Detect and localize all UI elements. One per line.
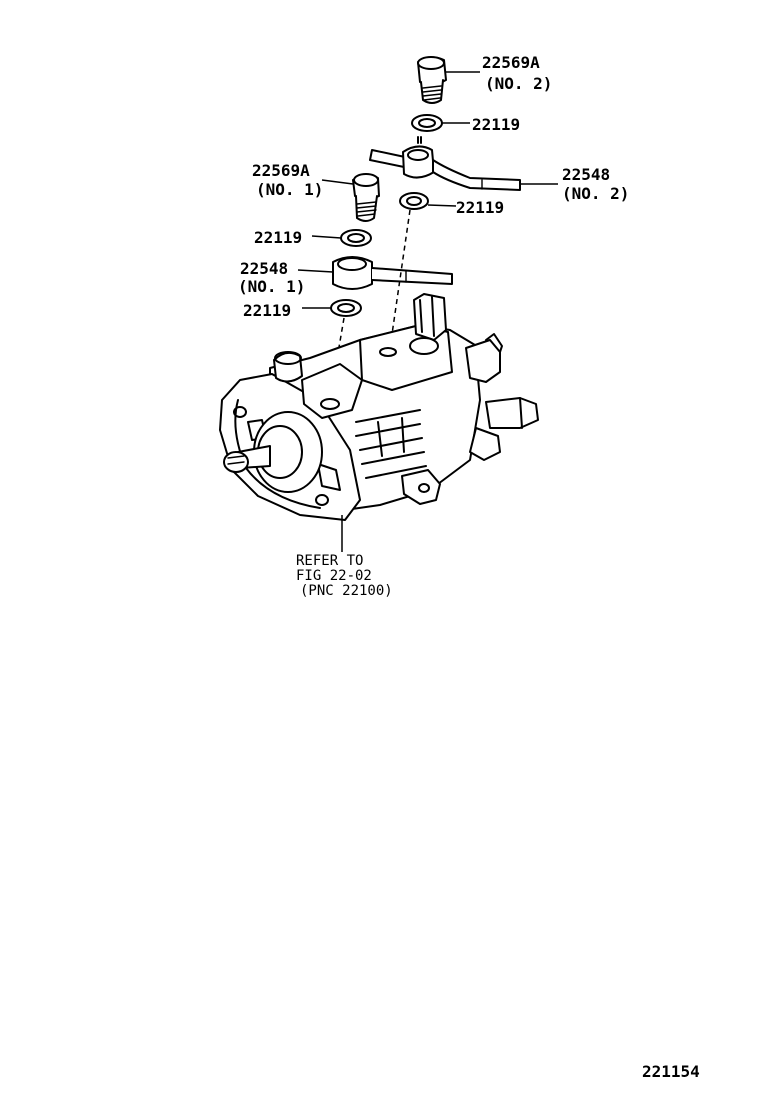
label-gasket-bottom: 22119 (243, 301, 291, 320)
gasket-bottom-drawing (330, 299, 362, 317)
reference-line2: FIG 22-02 (296, 568, 372, 584)
label-union-bolt-no1-qualifier: (NO. 1) (256, 180, 323, 199)
label-union-bolt-no2-qualifier: (NO. 2) (485, 74, 552, 93)
label-union-no1-qualifier: (NO. 1) (238, 277, 305, 296)
leader-gasket-mid-right (427, 204, 457, 207)
label-union-no2-number: 22548 (562, 165, 610, 184)
assembly-line-left (329, 317, 345, 401)
gasket-mid-left-drawing (340, 229, 372, 247)
label-union-no1-number: 22548 (240, 259, 288, 278)
leader-gasket-mid-left (311, 235, 342, 239)
reference-line3: (PNC 22100) (300, 583, 393, 599)
label-union-bolt-no1-number: 22569A (252, 161, 310, 180)
label-gasket-mid-right: 22119 (456, 198, 504, 217)
union-no1-drawing (332, 256, 453, 290)
gasket-mid-right-drawing (399, 192, 429, 210)
union-no2-drawing (369, 136, 521, 191)
leader-union-bolt-no1 (321, 179, 354, 185)
union-bolt-no2-drawing (417, 56, 447, 104)
label-union-bolt-no2-number: 22569A (482, 53, 540, 72)
leader-union-no1 (297, 269, 334, 273)
reference-line1: REFER TO (296, 553, 363, 569)
label-gasket-top: 22119 (472, 115, 520, 134)
union-bolt-no1-drawing (352, 173, 380, 222)
gasket-top-drawing (411, 114, 443, 132)
label-gasket-mid-left: 22119 (254, 228, 302, 247)
label-union-no2-qualifier: (NO. 2) (562, 184, 629, 203)
injection-pump-drawing (219, 293, 539, 521)
figure-number: 221154 (642, 1062, 700, 1081)
